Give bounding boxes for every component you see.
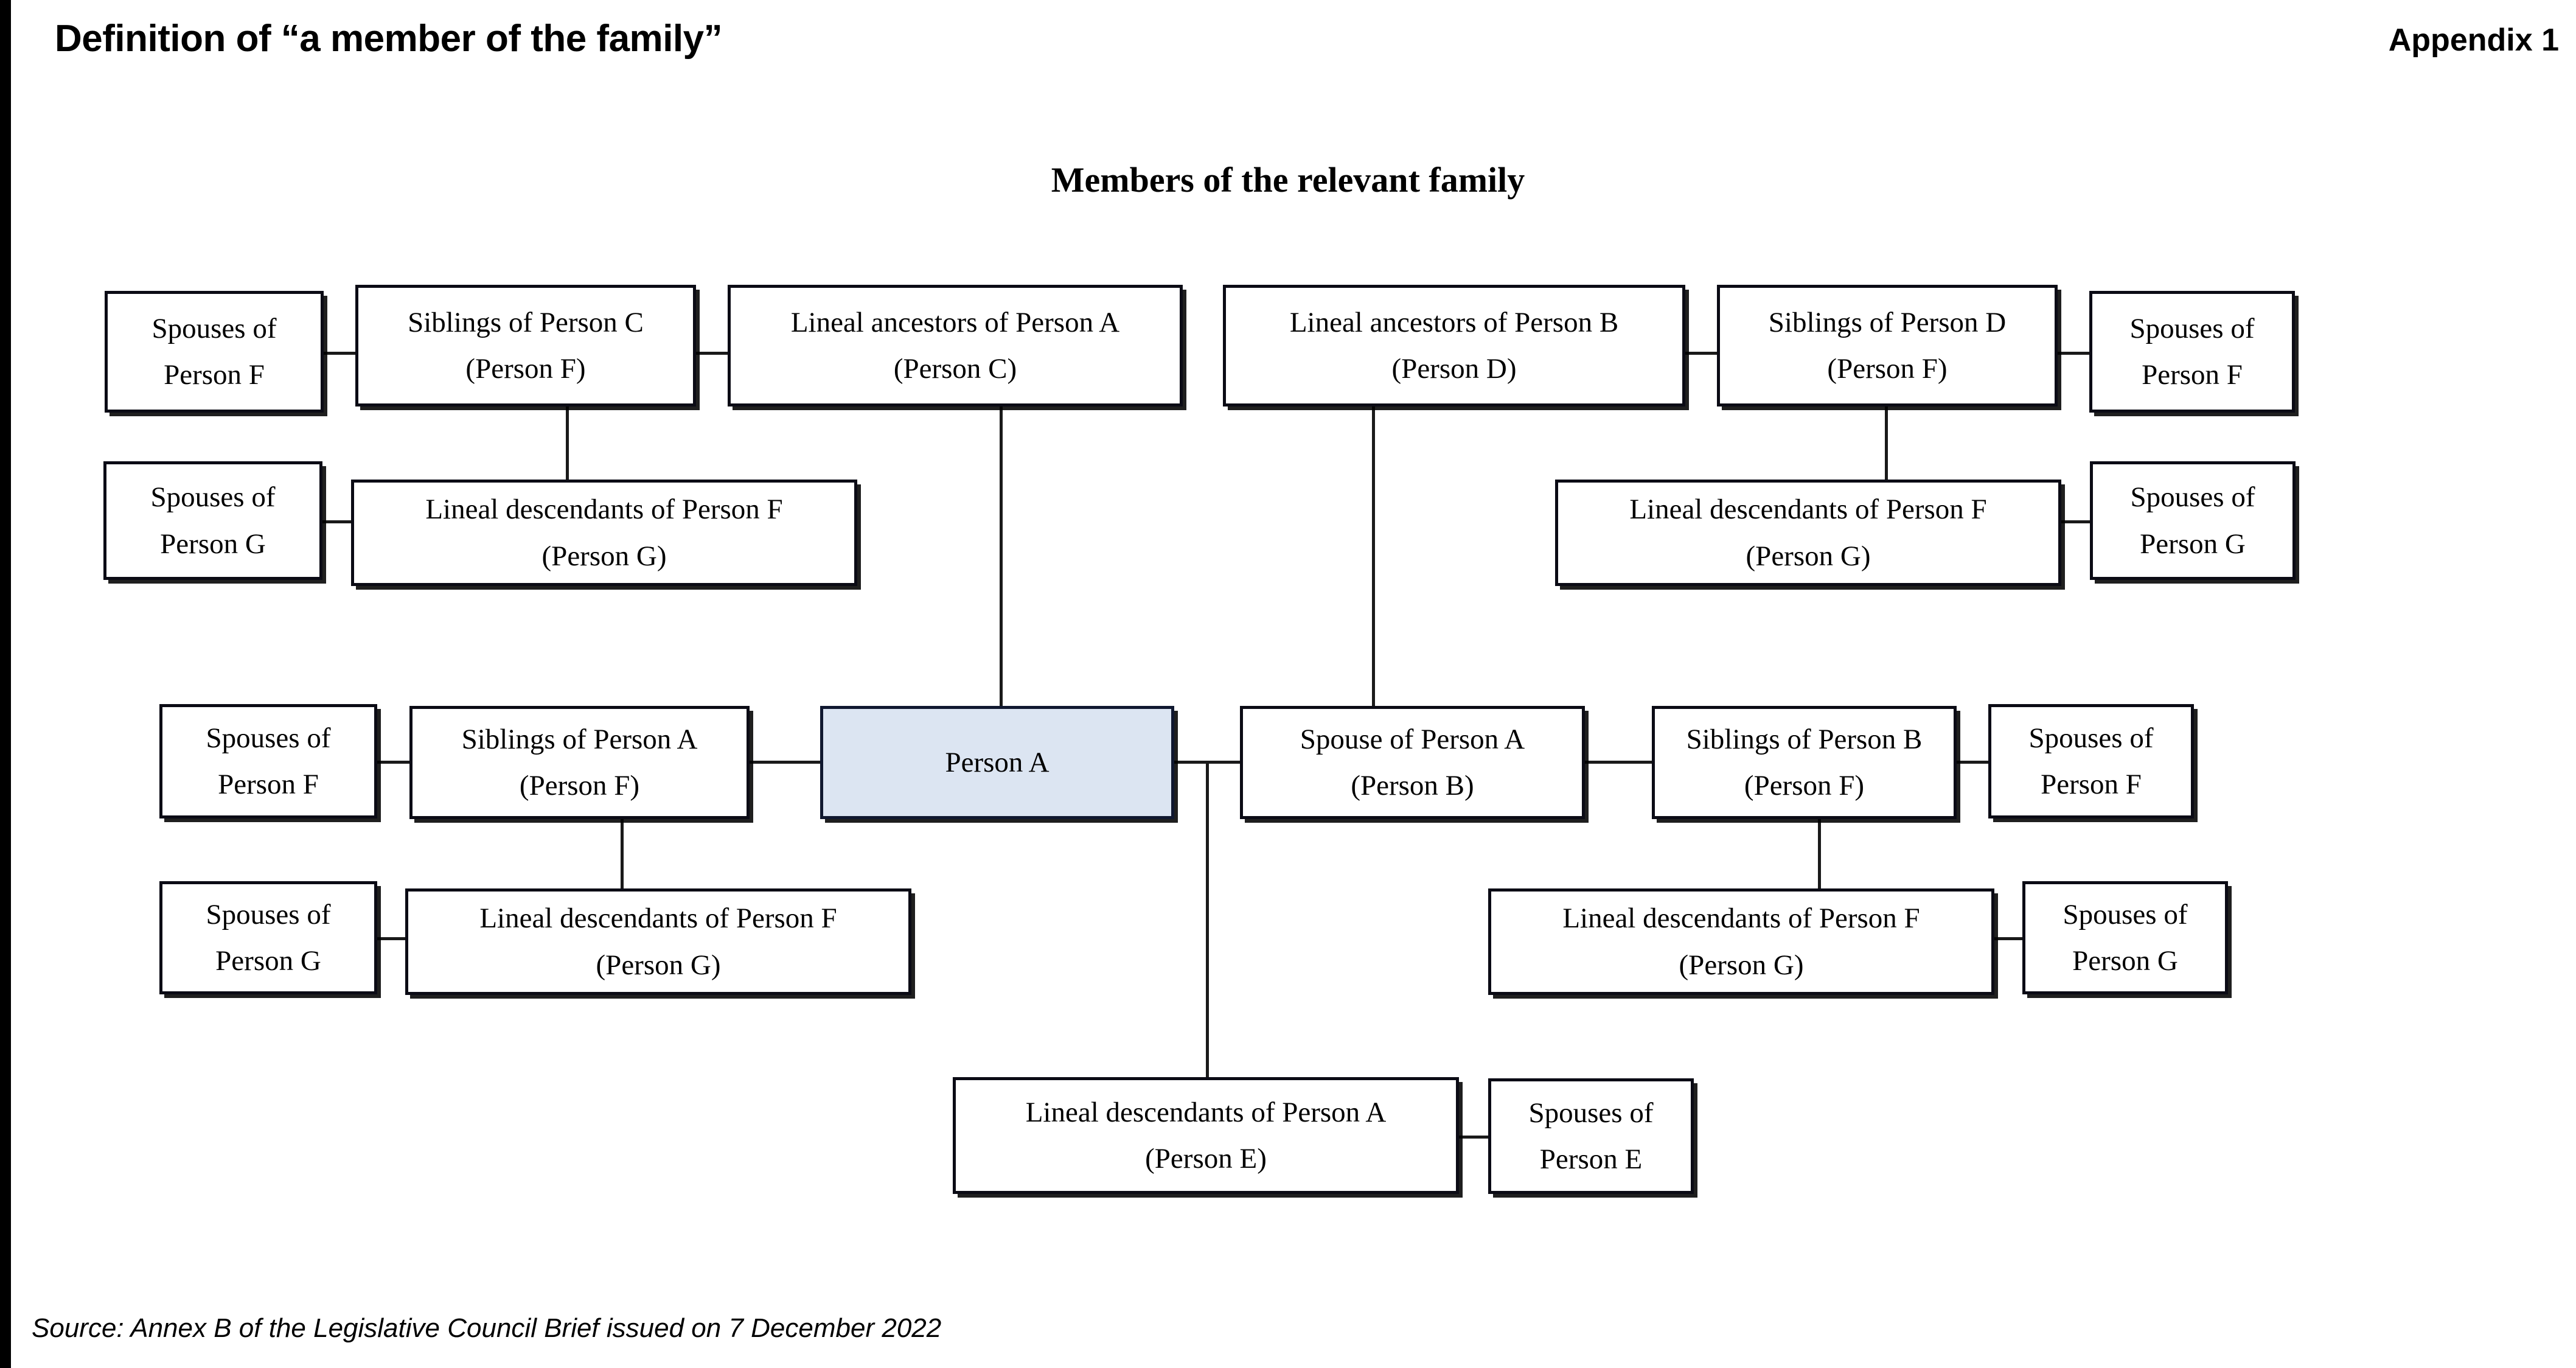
node-line-1: Lineal ancestors of Person A (790, 306, 1120, 338)
node-lineal-descendants-of-person-f-row4-right[interactable]: Lineal descendants of Person F (Person G… (1488, 888, 1994, 995)
node-lineal-descendants-of-person-f-row2-left[interactable]: Lineal descendants of Person F (Person G… (351, 480, 857, 586)
node-siblings-of-person-b[interactable]: Siblings of Person B (Person F) (1652, 706, 1957, 819)
connector-lineal-desc-f-to-spouses-g-row4-right (1994, 937, 2022, 940)
node-line-2: Person F (218, 769, 319, 800)
node-line-2: (Person B) (1351, 770, 1474, 801)
node-line-1: Spouses of (2130, 481, 2255, 514)
node-line-1: Siblings of Person B (1686, 723, 1923, 755)
appendix-label: Appendix 1 (2388, 23, 2559, 58)
node-siblings-of-person-d[interactable]: Siblings of Person D (Person F) (1717, 285, 2058, 407)
node-lineal-descendants-of-person-a[interactable]: Lineal descendants of Person A (Person E… (953, 1077, 1459, 1194)
page-edge-band (0, 0, 11, 1368)
node-line-1: Spouses of (2028, 722, 2154, 754)
connector-siblings-b-to-spouses-f-mr (1957, 761, 1988, 764)
node-line-1: Siblings of Person A (461, 723, 698, 755)
node-spouses-of-person-f-top-right[interactable]: Spouses of Person F (2089, 291, 2295, 413)
node-spouses-of-person-e[interactable]: Spouses of Person E (1488, 1078, 1694, 1194)
node-line-1: Spouses of (206, 722, 331, 754)
node-line-1: Spouses of (150, 481, 276, 514)
node-line-1: Siblings of Person C (408, 306, 644, 338)
connector-siblings-d-to-lineal-desc-f-right (1885, 407, 1888, 480)
node-siblings-of-person-c[interactable]: Siblings of Person C (Person F) (355, 285, 696, 407)
node-line-2: (Person G) (1679, 949, 1804, 981)
node-line-2: (Person D) (1391, 353, 1517, 385)
node-line-2: Person G (215, 945, 321, 977)
node-line-2: Person F (2041, 769, 2142, 800)
connector-lineal-ancestors-b-to-spouse-a (1372, 407, 1375, 711)
node-lineal-descendants-of-person-f-row2-right[interactable]: Lineal descendants of Person F (Person G… (1555, 480, 2061, 586)
node-lineal-ancestors-of-person-b[interactable]: Lineal ancestors of Person B (Person D) (1223, 285, 1685, 407)
connector-siblings-b-to-lineal-desc-f-row4 (1818, 815, 1821, 888)
node-siblings-of-person-a[interactable]: Siblings of Person A (Person F) (409, 706, 750, 819)
connector-spouses-f-tl-to-siblings-c (324, 352, 355, 355)
node-line-1: Lineal descendants of Person A (1025, 1096, 1387, 1128)
node-line-2: Person G (2140, 528, 2246, 560)
connector-siblings-a-to-person-a (750, 761, 820, 764)
node-line-1: Spouses of (1528, 1097, 1654, 1129)
node-person-a[interactable]: Person A (820, 706, 1174, 819)
connector-spouses-g-to-lineal-desc-f-row4-left (377, 937, 405, 940)
node-line-1: Lineal descendants of Person F (425, 494, 783, 526)
node-line-1: Lineal descendants of Person F (1562, 902, 1920, 935)
node-spouses-of-person-f-middle-left[interactable]: Spouses of Person F (159, 704, 377, 818)
node-line-1: Siblings of Person D (1768, 306, 2007, 338)
node-line-2: (Person F) (1744, 770, 1865, 801)
node-line-2: (Person G) (1746, 540, 1871, 572)
connector-lineal-ancestors-b-to-siblings-d (1685, 352, 1717, 355)
node-spouses-of-person-f-middle-right[interactable]: Spouses of Person F (1988, 704, 2194, 818)
node-line-1: Spouse of Person A (1300, 723, 1525, 755)
node-line-1: Lineal descendants of Person F (1629, 494, 1987, 526)
node-line-1: Person A (945, 746, 1050, 778)
connector-siblings-c-to-lineal-desc-f (566, 407, 569, 480)
node-lineal-ancestors-of-person-a[interactable]: Lineal ancestors of Person A (Person C) (728, 285, 1183, 407)
connector-siblings-d-to-spouses-f-tr (2058, 352, 2089, 355)
node-line-2: (Person G) (541, 540, 667, 572)
node-line-2: (Person E) (1145, 1143, 1267, 1174)
node-line-2: (Person F) (519, 770, 640, 801)
connector-lineal-desc-a-to-spouses-e (1459, 1136, 1488, 1139)
node-line-2: Person G (160, 528, 266, 560)
node-spouses-of-person-f-top-left[interactable]: Spouses of Person F (105, 291, 324, 413)
connector-spouse-b-to-siblings-b (1585, 761, 1652, 764)
connector-lineal-ancestors-a-to-person-a (1000, 407, 1003, 711)
node-spouses-of-person-g-row2-right[interactable]: Spouses of Person G (2090, 461, 2296, 580)
node-line-1: Lineal descendants of Person F (479, 902, 837, 935)
node-line-2: (Person F) (465, 353, 586, 385)
node-line-2: Person F (2142, 359, 2243, 391)
node-spouses-of-person-g-row4-left[interactable]: Spouses of Person G (159, 881, 377, 994)
connector-lineal-desc-f-to-spouses-g-right (2061, 520, 2090, 523)
node-spouses-of-person-g-row4-right[interactable]: Spouses of Person G (2022, 881, 2228, 994)
node-line-1: Spouses of (206, 898, 331, 930)
node-line-2: Person E (1539, 1143, 1643, 1175)
node-lineal-descendants-of-person-f-row4-left[interactable]: Lineal descendants of Person F (Person G… (405, 888, 911, 995)
connector-siblings-a-to-lineal-desc-f-row4 (621, 815, 624, 888)
node-line-1: Spouses of (151, 312, 277, 344)
page-title: Definition of “a member of the family” (55, 18, 723, 60)
connector-person-a-to-lineal-desc-a (1206, 761, 1209, 1077)
diagram-heading: Members of the relevant family (1051, 160, 1525, 200)
node-line-2: Person G (2072, 945, 2178, 977)
node-spouse-of-person-a[interactable]: Spouse of Person A (Person B) (1240, 706, 1585, 819)
node-line-2: (Person F) (1827, 353, 1948, 385)
connector-spouses-g-to-lineal-desc-f-left (322, 520, 351, 523)
node-line-1: Lineal ancestors of Person B (1289, 306, 1619, 338)
connector-siblings-c-to-lineal-ancestors-a (695, 352, 728, 355)
node-spouses-of-person-g-row2-left[interactable]: Spouses of Person G (103, 461, 322, 580)
node-line-2: Person F (164, 359, 265, 391)
connector-spouses-f-ml-to-siblings-a (377, 761, 409, 764)
node-line-2: (Person G) (596, 949, 721, 981)
source-note: Source: Annex B of the Legislative Counc… (32, 1313, 942, 1343)
node-line-1: Spouses of (2063, 898, 2188, 930)
node-line-2: (Person C) (893, 353, 1017, 385)
node-line-1: Spouses of (2129, 312, 2255, 344)
